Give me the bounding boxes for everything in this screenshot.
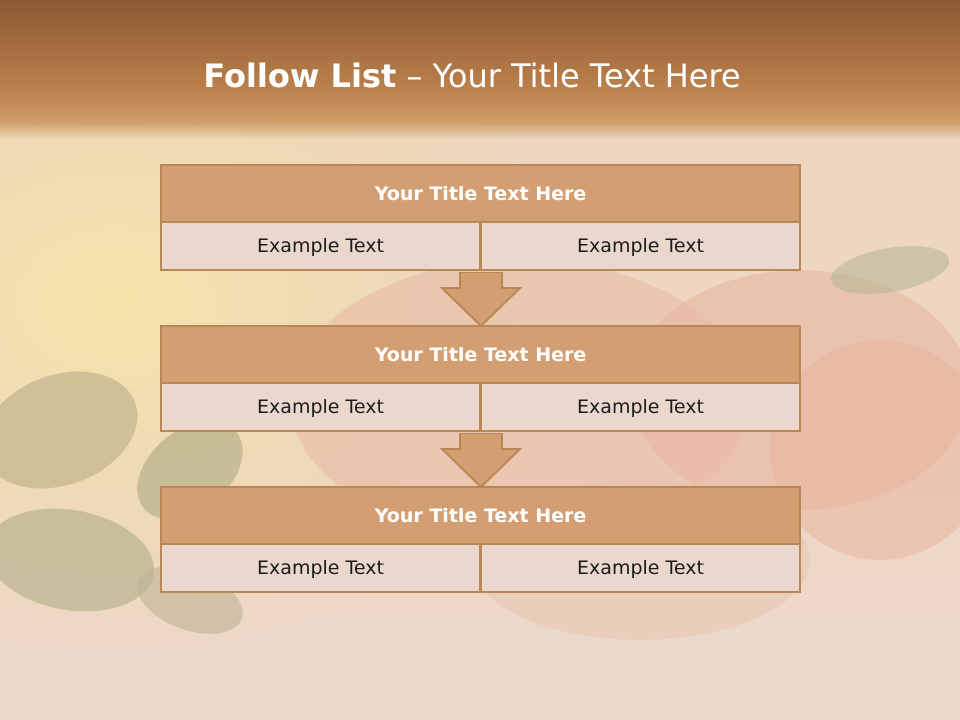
basil-leaf xyxy=(830,245,950,295)
step-cell-left: Example Text xyxy=(160,543,481,593)
basil-leaf xyxy=(0,508,155,612)
slide-title-rest: – Your Title Text Here xyxy=(396,57,741,95)
step-cell-right: Example Text xyxy=(480,382,801,432)
step-title: Your Title Text Here xyxy=(160,486,801,545)
down-arrow-icon xyxy=(440,433,522,489)
slide-title: Follow List – Your Title Text Here xyxy=(0,50,944,102)
step-cell-left: Example Text xyxy=(160,221,481,271)
tomato-shape xyxy=(770,340,960,560)
slide-title-bold: Follow List xyxy=(203,57,397,95)
step-title: Your Title Text Here xyxy=(160,164,801,223)
step-cell-right: Example Text xyxy=(480,543,801,593)
step-cell-right: Example Text xyxy=(480,221,801,271)
step-title: Your Title Text Here xyxy=(160,325,801,384)
down-arrow-icon xyxy=(440,272,522,328)
header-bar xyxy=(0,0,960,140)
step-cell-left: Example Text xyxy=(160,382,481,432)
basil-leaf xyxy=(0,371,138,489)
